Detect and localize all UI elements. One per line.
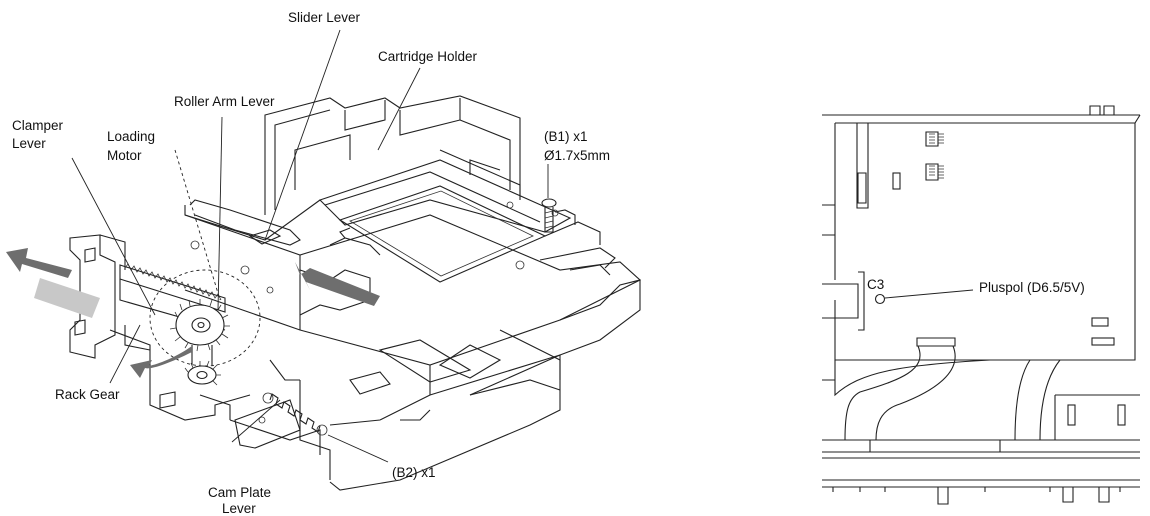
loading-motor-label-line2: Motor	[107, 148, 142, 163]
loading-motor-label-line1: Loading	[107, 129, 155, 144]
outward-arrow-icon	[6, 248, 72, 278]
screw-b1-label-line1: (B1) x1	[544, 129, 588, 144]
callout-leaders	[71, 29, 549, 463]
left-figure-labels: Slider Lever Cartridge Holder Roller Arm…	[12, 10, 610, 516]
cartridge-holder-label: Cartridge Holder	[378, 49, 478, 64]
clamper-lever-label-line1: Clamper	[12, 118, 64, 133]
light-slide-arrow	[34, 278, 100, 318]
cam-plate-lever-label-line1: Cam Plate	[208, 485, 271, 500]
screw-b1-drawing	[541, 198, 557, 233]
gear-assembly	[169, 299, 230, 386]
ic-footprint	[925, 131, 944, 181]
capacitor-label: C3	[867, 277, 884, 292]
motion-arrows	[6, 248, 380, 378]
rack-gear-label: Rack Gear	[55, 387, 120, 402]
test-point-marker	[874, 293, 886, 305]
cam-plate-lever-label-line2: Lever	[222, 501, 256, 516]
slider-lever-label: Slider Lever	[288, 10, 361, 25]
loading-mechanism-drawing	[69, 95, 641, 491]
clamper-lever-label-line2: Lever	[12, 136, 46, 151]
slider-push-arrow-icon	[295, 262, 380, 306]
screw-b1-label-line2: Ø1.7x5mm	[544, 148, 610, 163]
screw-b2-label: (B2) x1	[392, 465, 436, 480]
test-point-leader	[884, 289, 974, 299]
pcb-drawing	[822, 105, 1141, 505]
roller-arm-lever-label: Roller Arm Lever	[174, 94, 275, 109]
test-point-label: Pluspol (D6.5/5V)	[979, 280, 1085, 295]
